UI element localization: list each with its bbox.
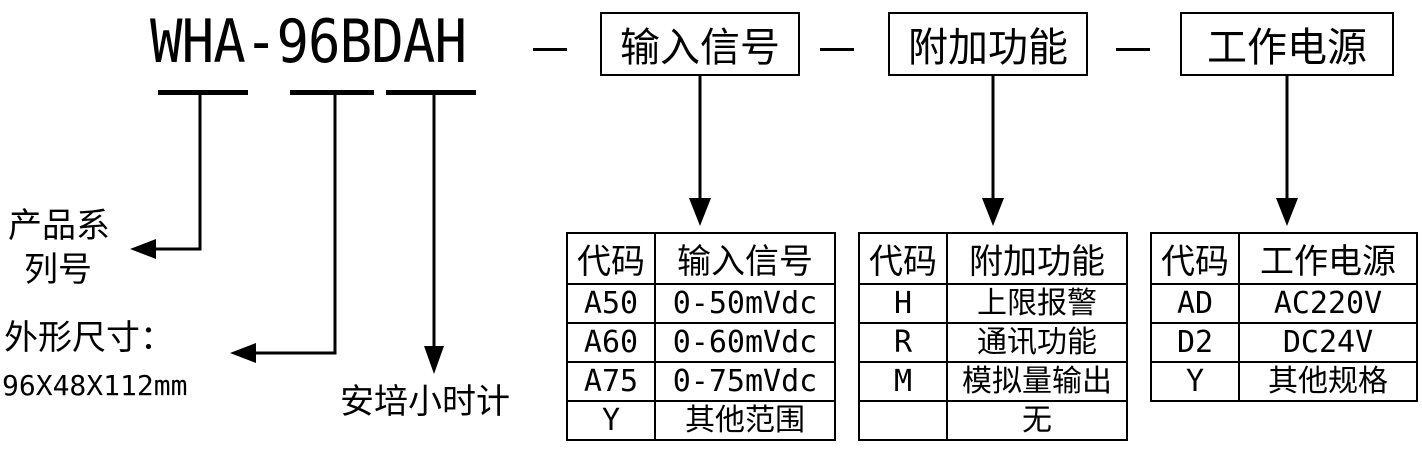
table-row: 无 [858,400,1128,441]
table-cell-value: DC24V [1238,322,1418,363]
model-code: WHA-96BDAH [150,7,467,77]
table-cell-value: 模拟量输出 [946,361,1128,402]
table-cell-value: 其他范围 [654,400,836,441]
table-header-cell: 输入信号 [654,232,836,285]
counter-arrow-head [424,346,444,374]
additional-function-table: 代码 附加功能 H 上限报警 R 通讯功能 M 模拟量输出 无 [858,232,1128,441]
size-value: 96X48X112mm [2,369,188,402]
table-cell-value: 无 [946,400,1128,441]
size-arrow-head [230,343,256,363]
table-cell-value: 上限报警 [946,283,1128,324]
power-supply-box: 工作电源 [1180,12,1394,76]
table-header-cell: 工作电源 [1238,232,1418,285]
table-cell-code: Y [1150,361,1240,402]
table-cell-value: 0-50mVdc [654,283,836,324]
table-header-row: 代码 附加功能 [858,232,1128,285]
series-label-line1: 产品系 [8,206,110,246]
connector-dash [820,48,854,51]
type-underline [386,90,476,95]
table-header-cell: 代码 [566,232,656,285]
table-row: A75 0-75mVdc [566,361,836,402]
table-cell-value: AC220V [1238,283,1418,324]
input-arrow-head [689,198,711,226]
table-cell-code: Y [566,400,656,441]
table-row: Y 其他规格 [1150,361,1418,402]
additional-function-box: 附加功能 [888,12,1088,76]
power-arrow-head [1276,198,1298,226]
table-row: A60 0-60mVdc [566,322,836,363]
connector-dash [1116,48,1150,51]
table-header-cell: 代码 [858,232,948,285]
additional-function-box-label: 附加功能 [908,25,1068,71]
table-row: H 上限报警 [858,283,1128,324]
function-arrow-head [982,198,1004,226]
input-signal-box-label: 输入信号 [620,25,780,71]
table-cell-value: 0-60mVdc [654,322,836,363]
table-header-row: 代码 输入信号 [566,232,836,285]
size-underline [290,90,374,95]
table-row: D2 DC24V [1150,322,1418,363]
table-cell-code: D2 [1150,322,1240,363]
table-cell-code: A75 [566,361,656,402]
table-row: Y 其他范围 [566,400,836,441]
table-cell-code: AD [1150,283,1240,324]
table-cell-value: 0-75mVdc [654,361,836,402]
size-connector-line [252,94,337,355]
input-signal-box: 输入信号 [600,12,800,76]
table-header-cell: 附加功能 [946,232,1128,285]
series-underline [158,90,248,95]
counter-label: 安培小时计 [340,382,510,422]
table-row: A50 0-50mVdc [566,283,836,324]
size-label: 外形尺寸： [4,318,174,358]
table-header-row: 代码 工作电源 [1150,232,1418,285]
table-cell-code: A60 [566,322,656,363]
power-supply-box-label: 工作电源 [1207,25,1367,71]
table-cell-code: H [858,283,948,324]
series-connector-line [152,94,202,251]
table-cell-code: R [858,322,948,363]
table-cell-code: M [858,361,948,402]
input-signal-table: 代码 输入信号 A50 0-50mVdc A60 0-60mVdc A75 0-… [566,232,836,441]
table-row: R 通讯功能 [858,322,1128,363]
table-cell-code [858,400,948,441]
power-supply-table: 代码 工作电源 AD AC220V D2 DC24V Y 其他规格 [1150,232,1418,402]
table-row: M 模拟量输出 [858,361,1128,402]
series-arrow-head [130,239,156,259]
table-cell-value: 其他规格 [1238,361,1418,402]
table-cell-code: A50 [566,283,656,324]
table-cell-value: 通讯功能 [946,322,1128,363]
series-label-line2: 列号 [24,250,92,290]
table-row: AD AC220V [1150,283,1418,324]
table-header-cell: 代码 [1150,232,1240,285]
connector-dash [533,48,567,51]
